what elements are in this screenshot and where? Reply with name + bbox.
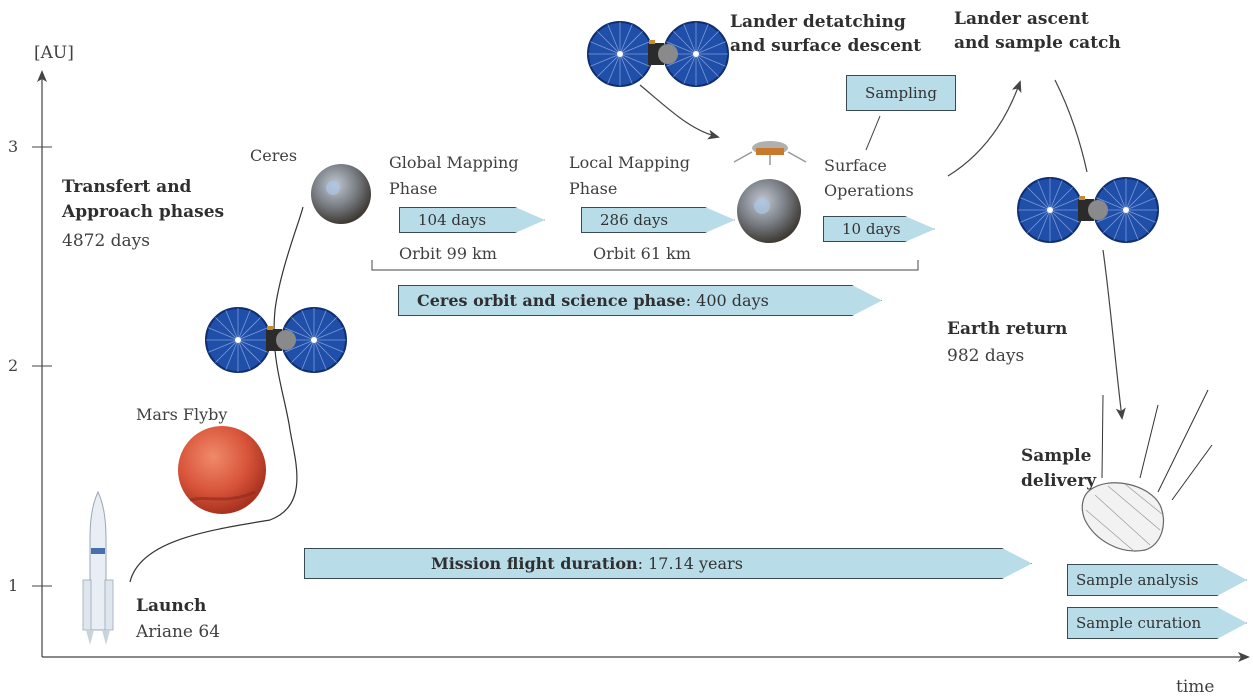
ceres-planet-icon-2 bbox=[737, 179, 801, 243]
capsule-icon bbox=[1081, 482, 1165, 553]
transfer-days: 4872 days bbox=[62, 231, 151, 251]
earth-return-days: 982 days bbox=[947, 346, 1025, 366]
ceres-orbit-phase-title: Ceres orbit and science phase bbox=[417, 291, 686, 310]
y-tick-label-1: 1 bbox=[8, 576, 19, 595]
mars-planet-icon bbox=[178, 426, 266, 514]
spacecraft-icon-3 bbox=[1018, 178, 1158, 242]
transfer-title-line2: Approach phases bbox=[62, 202, 225, 222]
transfer-title-line1: Transfert and bbox=[62, 177, 192, 197]
ascent-to-craft-line bbox=[1054, 79, 1088, 173]
rocket-icon bbox=[82, 490, 114, 645]
sample-delivery-line2: delivery bbox=[1021, 471, 1097, 491]
y-tick-label-3: 3 bbox=[8, 137, 19, 156]
mission-duration-arrow: Mission flight duration: 17.14 years bbox=[304, 548, 1032, 579]
lander-ascent-line1: Lander ascent bbox=[954, 9, 1089, 29]
sampling-box: Sampling bbox=[846, 75, 956, 111]
mars-flyby-label: Mars Flyby bbox=[136, 405, 228, 424]
ceres-orbit-phase-duration: : 400 days bbox=[685, 291, 769, 310]
reentry-streak bbox=[1139, 404, 1159, 479]
reentry-streak bbox=[1157, 389, 1209, 493]
au-axis-unit: [AU] bbox=[34, 43, 74, 63]
lander-detach-line2: and surface descent bbox=[730, 36, 922, 56]
ceres-planet-icon bbox=[311, 164, 371, 224]
local-mapping-orbit: Orbit 61 km bbox=[593, 244, 691, 263]
reentry-streak bbox=[1171, 444, 1213, 501]
ceres-phase-bracket bbox=[371, 260, 919, 271]
global-mapping-label-line2: Phase bbox=[389, 179, 438, 198]
reentry-streak bbox=[1101, 394, 1104, 479]
earth-return-arrow bbox=[1102, 249, 1126, 420]
ceres-bright-spot bbox=[326, 181, 340, 195]
mission-duration-value: : 17.14 years bbox=[637, 554, 743, 573]
global-mapping-duration-arrow: 104 days bbox=[399, 207, 545, 233]
global-mapping-orbit: Orbit 99 km bbox=[399, 244, 497, 263]
surface-operations-line1: Surface bbox=[824, 156, 887, 175]
local-mapping-duration-arrow: 286 days bbox=[581, 207, 735, 233]
lander-descent-arrow bbox=[639, 84, 720, 140]
local-mapping-label-line2: Phase bbox=[569, 179, 618, 198]
ceres-bright-spot-2 bbox=[754, 198, 770, 214]
spacecraft-icon-2 bbox=[588, 22, 728, 86]
earth-return-title: Earth return bbox=[947, 319, 1068, 339]
ceres-label: Ceres bbox=[250, 146, 298, 165]
sampling-connector bbox=[865, 115, 881, 151]
sample-curation-arrow: Sample curation bbox=[1067, 607, 1247, 639]
lander-ascent-arrow bbox=[947, 80, 1022, 177]
lander-icon bbox=[733, 141, 807, 165]
time-axis-label: time bbox=[1176, 677, 1215, 697]
mission-duration-title: Mission flight duration bbox=[431, 554, 638, 573]
local-mapping-label-line1: Local Mapping bbox=[569, 153, 691, 172]
launch-title: Launch bbox=[136, 596, 207, 616]
surface-operations-line2: Operations bbox=[824, 181, 914, 200]
launch-vehicle: Ariane 64 bbox=[136, 622, 221, 642]
lander-detach-line1: Lander detatching bbox=[730, 12, 906, 32]
global-mapping-label-line1: Global Mapping bbox=[389, 153, 519, 172]
mars-surface-feature bbox=[189, 490, 256, 502]
y-tick-label-2: 2 bbox=[8, 356, 19, 375]
trajectory-line bbox=[129, 206, 304, 583]
sample-delivery-line1: Sample bbox=[1021, 446, 1092, 466]
ceres-orbit-phase-arrow: Ceres orbit and science phase: 400 days bbox=[398, 285, 882, 316]
lander-ascent-line2: and sample catch bbox=[954, 33, 1121, 53]
sample-analysis-arrow: Sample analysis bbox=[1067, 564, 1247, 596]
